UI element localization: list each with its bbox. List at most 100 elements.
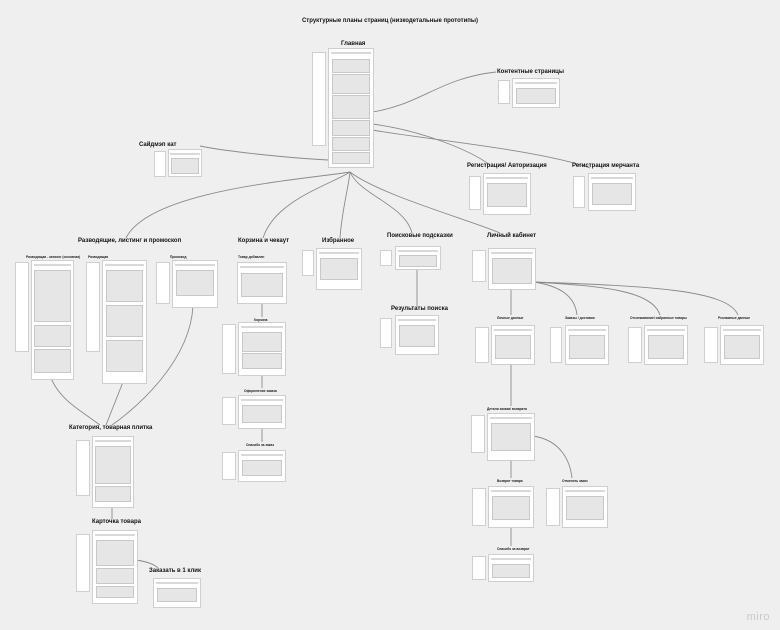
cab-label-personal: Личные данные — [497, 316, 524, 320]
conn-listing-a-category[interactable] — [50, 377, 101, 426]
node-label-product-card: Карточка товара — [92, 519, 141, 525]
board-title: Структурные планы страниц (низкодетальны… — [301, 18, 479, 24]
search-hints-desktop-wireframe[interactable] — [395, 246, 441, 270]
listing-label-b: Разводящая — [88, 255, 109, 259]
conn-cabinet-ads[interactable] — [533, 281, 739, 316]
category-desktop-wireframe[interactable] — [92, 436, 134, 508]
conn-details-cancel[interactable] — [532, 435, 573, 479]
conn-home-listing[interactable] — [125, 171, 351, 239]
cart-label-thanks: Спасибо за заказ — [246, 443, 274, 447]
cab-label-return: Возврат товара — [497, 479, 523, 483]
cab-details-mobile-wireframe[interactable] — [471, 415, 485, 453]
cab-orders-desktop-wireframe[interactable] — [565, 325, 609, 365]
conn-listing-c-category[interactable] — [111, 305, 194, 426]
node-label-registration: Регистрация/ Авторизация — [467, 163, 547, 169]
search-hints-mobile-wireframe[interactable] — [380, 250, 392, 266]
listing-a-desktop-wireframe[interactable] — [31, 260, 74, 380]
conn-home-search[interactable] — [349, 171, 413, 234]
cabinet-mobile-wireframe[interactable] — [472, 250, 486, 282]
conn-cabinet-orders[interactable] — [533, 281, 578, 316]
miro-logo: miro — [746, 611, 770, 623]
conn-card-oneclick[interactable] — [135, 559, 159, 569]
one-click-wireframe[interactable] — [153, 578, 201, 608]
checkout-desktop-wireframe[interactable] — [238, 395, 286, 429]
listing-c-desktop-wireframe[interactable] — [172, 260, 218, 308]
cab-cancel-desktop-wireframe[interactable] — [562, 486, 608, 528]
cart-label-added: Товар добавлен — [238, 255, 265, 259]
node-label-listing: Разводящие, листинг и промоскоп — [78, 238, 182, 244]
node-label-content: Контентные страницы — [497, 69, 564, 75]
content-mobile-wireframe[interactable] — [498, 80, 510, 104]
listing-a-mobile-wireframe[interactable] — [15, 262, 29, 352]
node-label-cart: Корзина и чекаут — [238, 238, 290, 244]
conn-listing-b-category[interactable] — [105, 381, 124, 426]
node-label-category: Категория, товарная плитка — [69, 425, 153, 431]
thanks-mobile-wireframe[interactable] — [222, 452, 236, 480]
node-label-one-click: Заказать в 1 клик — [149, 568, 201, 574]
cart-label-cart: Корзина — [254, 318, 268, 322]
merchant-mobile-wireframe[interactable] — [573, 176, 585, 208]
listing-label-promo: Промокод — [170, 255, 187, 259]
listing-c-mobile-wireframe[interactable] — [156, 262, 170, 304]
thanks-desktop-wireframe[interactable] — [238, 450, 286, 482]
sitemap-desktop-wireframe[interactable] — [168, 149, 202, 177]
cab-thanks-mobile-wireframe[interactable] — [472, 556, 486, 580]
conn-home-content[interactable] — [371, 71, 497, 113]
listing-b-desktop-wireframe[interactable] — [102, 260, 147, 384]
cab-personal-desktop-wireframe[interactable] — [491, 325, 535, 365]
cab-label-return-thanks: Спасибо за возврат — [497, 547, 530, 551]
cab-ads-mobile-wireframe[interactable] — [704, 327, 718, 363]
cab-label-cancel: Отменить заказ — [562, 479, 588, 483]
cab-details-desktop-wireframe[interactable] — [487, 413, 535, 461]
node-label-cabinet: Личный кабинет — [487, 233, 537, 239]
cab-personal-mobile-wireframe[interactable] — [475, 327, 489, 363]
content-desktop-wireframe[interactable] — [512, 78, 560, 108]
cab-tracking-desktop-wireframe[interactable] — [644, 325, 688, 365]
cab-ads-desktop-wireframe[interactable] — [720, 325, 764, 365]
node-label-search-hints: Поисковые подсказки — [387, 233, 453, 239]
cart-label-checkout: Оформление заказа — [244, 389, 277, 393]
conn-home-sitemap[interactable] — [199, 145, 329, 161]
conn-home-cabinet[interactable] — [349, 171, 501, 234]
cab-label-order-details: Детали заказа/ возврата — [487, 407, 527, 411]
conn-home-cart[interactable] — [262, 171, 351, 239]
search-results-mobile-wireframe[interactable] — [380, 318, 392, 348]
cab-cancel-mobile-wireframe[interactable] — [546, 488, 560, 526]
registration-mobile-wireframe[interactable] — [469, 176, 481, 210]
home-desktop-wireframe[interactable] — [328, 48, 374, 168]
cabinet-desktop-wireframe[interactable] — [488, 248, 536, 290]
cab-label-ads: Рекламные данные — [718, 316, 751, 320]
cab-orders-mobile-wireframe[interactable] — [550, 327, 562, 363]
cab-return-mobile-wireframe[interactable] — [472, 488, 486, 526]
conn-home-merchant[interactable] — [371, 129, 591, 169]
cart-added-wireframe[interactable] — [237, 262, 287, 304]
merchant-desktop-wireframe[interactable] — [588, 173, 636, 211]
product-card-mobile-wireframe[interactable] — [76, 534, 90, 592]
conn-home-registration[interactable] — [371, 123, 491, 166]
favorites-desktop-wireframe[interactable] — [316, 248, 362, 290]
category-mobile-wireframe[interactable] — [76, 440, 90, 496]
sitemap-mobile-wireframe[interactable] — [154, 151, 166, 177]
product-card-desktop-wireframe[interactable] — [92, 530, 138, 604]
search-results-desktop-wireframe[interactable] — [395, 315, 439, 355]
listing-b-mobile-wireframe[interactable] — [86, 262, 100, 352]
registration-desktop-wireframe[interactable] — [483, 173, 531, 215]
node-label-search-results: Результаты поиска — [391, 306, 448, 312]
node-label-merchant: Регистрация мерчанта — [572, 163, 640, 169]
node-label-favorites: Избранное — [322, 238, 355, 244]
node-label-sitemap: Сайдмэп кат — [139, 142, 177, 148]
conn-home-favorites[interactable] — [339, 171, 351, 239]
conn-cabinet-tracking[interactable] — [533, 281, 661, 316]
cart-mobile-wireframe[interactable] — [222, 324, 236, 374]
cab-label-orders: Заказы / доставки — [565, 316, 595, 320]
cab-return-desktop-wireframe[interactable] — [488, 486, 534, 528]
cab-thanks-desktop-wireframe[interactable] — [488, 554, 534, 582]
home-mobile-wireframe[interactable] — [312, 52, 326, 146]
node-label-home: Главная — [341, 41, 366, 47]
favorites-mobile-wireframe[interactable] — [302, 250, 314, 276]
cab-tracking-mobile-wireframe[interactable] — [628, 327, 642, 363]
checkout-mobile-wireframe[interactable] — [222, 397, 236, 425]
cart-desktop-wireframe[interactable] — [238, 322, 286, 376]
